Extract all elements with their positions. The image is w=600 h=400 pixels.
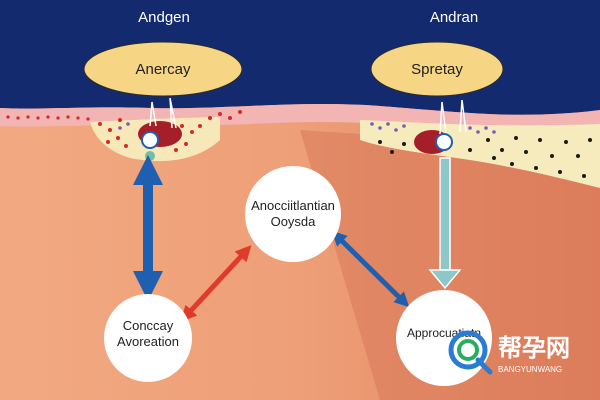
top-label-right-oval: [370, 41, 504, 97]
left-hair-2: [169, 97, 177, 129]
bottom-left-node: [104, 294, 192, 382]
header-right: Andran: [430, 9, 478, 26]
purple-cell-dots: [118, 122, 496, 134]
teal-down-arrow-shaft: [439, 157, 451, 271]
teal-down-arrow-head: [428, 269, 462, 290]
left-hair: [149, 101, 157, 127]
right-hair-2: [459, 99, 467, 133]
left-pore: [141, 131, 159, 149]
header-left: Andgen: [138, 9, 190, 26]
sky-band: [0, 0, 600, 115]
center-node-line1: Anocciitlantian: [251, 198, 335, 213]
right-hair: [439, 101, 447, 135]
top-label-right: Spretay: [411, 61, 463, 78]
center-node-line2: Ooysda: [271, 214, 317, 229]
black-cell-dots: [378, 136, 592, 178]
bottom-left-node-line2: Avoreation: [117, 334, 179, 349]
right-pore: [435, 133, 453, 151]
watermark-cn-text: 帮孕网: [498, 334, 570, 362]
red-diagonal-arrow: [180, 245, 252, 322]
top-label-left: Anercay: [135, 61, 191, 78]
top-label-left-oval: [83, 41, 243, 97]
red-cell-dots: [6, 110, 242, 152]
watermark: 帮孕网 BANGYUNWANG: [448, 330, 570, 375]
watermark-latin-text: BANGYUNWANG: [498, 365, 562, 374]
blue-diagonal-arrow: [331, 230, 410, 308]
center-node: [245, 166, 341, 262]
bottom-left-node-line1: Conccay: [123, 318, 174, 333]
bottom-right-node: [396, 290, 492, 386]
watermark-logo-icon: [448, 330, 493, 375]
left-pore-base: [145, 151, 155, 161]
